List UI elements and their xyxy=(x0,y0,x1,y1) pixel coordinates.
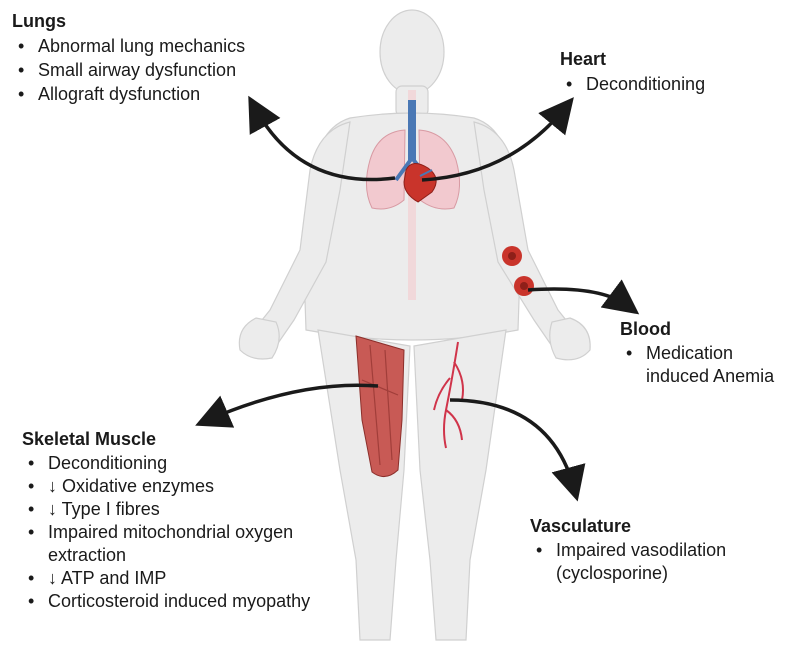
list-item: Impaired mitochondrial oxygen extraction xyxy=(22,521,372,567)
heart-section: Heart Deconditioning xyxy=(560,48,790,96)
list-item: ↓ Type I fibres xyxy=(22,498,372,521)
list-item: Deconditioning xyxy=(22,452,372,475)
list-item: Corticosteroid induced myopathy xyxy=(22,590,372,613)
lungs-title: Lungs xyxy=(12,10,332,32)
list-item: Impaired vasodilation (cyclosporine) xyxy=(530,539,800,585)
list-item: ↓ Oxidative enzymes xyxy=(22,475,372,498)
skeletal-muscle-title: Skeletal Muscle xyxy=(22,428,372,450)
heart-list: Deconditioning xyxy=(560,72,790,96)
skeletal-muscle-section: Skeletal Muscle Deconditioning ↓ Oxidati… xyxy=(22,428,372,613)
list-item: Allograft dysfunction xyxy=(12,82,332,106)
vasculature-section: Vasculature Impaired vasodilation (cyclo… xyxy=(530,515,800,585)
list-item: ↓ ATP and IMP xyxy=(22,567,372,590)
vasculature-list: Impaired vasodilation (cyclosporine) xyxy=(530,539,800,585)
lungs-list: Abnormal lung mechanics Small airway dys… xyxy=(12,34,332,106)
blood-section: Blood Medication induced Anemia xyxy=(620,318,800,388)
list-item: Abnormal lung mechanics xyxy=(12,34,332,58)
vasculature-title: Vasculature xyxy=(530,515,800,537)
heart-title: Heart xyxy=(560,48,790,70)
blood-list: Medication induced Anemia xyxy=(620,342,800,388)
list-item: Medication induced Anemia xyxy=(620,342,800,388)
list-item: Small airway dysfunction xyxy=(12,58,332,82)
skeletal-muscle-list: Deconditioning ↓ Oxidative enzymes ↓ Typ… xyxy=(22,452,372,613)
lungs-section: Lungs Abnormal lung mechanics Small airw… xyxy=(12,10,332,106)
blood-title: Blood xyxy=(620,318,800,340)
list-item: Deconditioning xyxy=(560,72,790,96)
